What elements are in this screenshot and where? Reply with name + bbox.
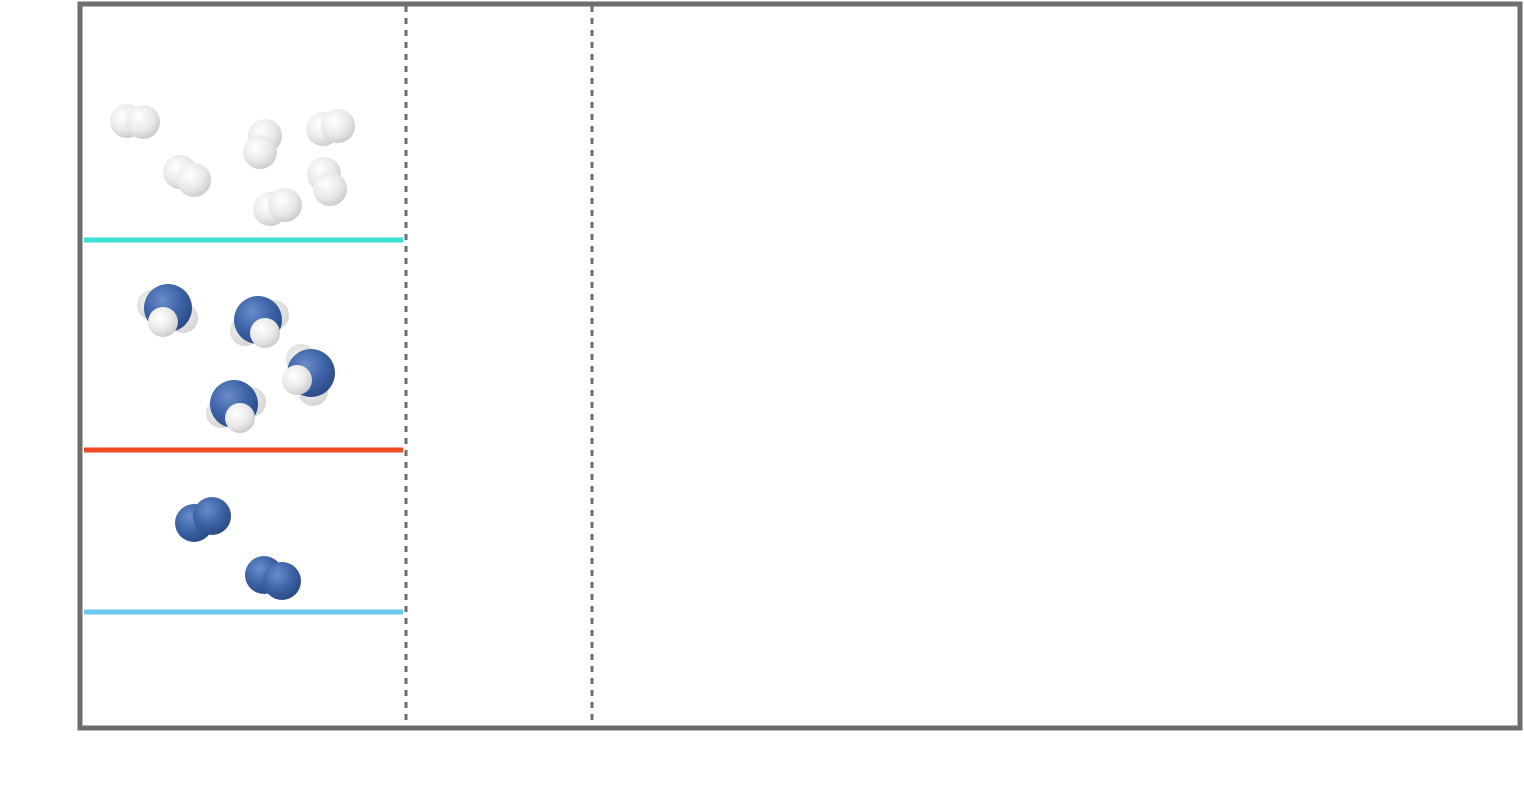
hydrogen-molecule — [306, 109, 355, 146]
ammonia-molecule — [206, 380, 266, 433]
nitrogen-molecule — [175, 497, 231, 542]
ammonia-molecule — [230, 296, 289, 348]
hydrogen-region — [110, 104, 355, 226]
ammonia-region — [137, 284, 335, 433]
hydrogen-molecule — [253, 188, 302, 226]
hydrogen-molecule — [243, 119, 282, 169]
ammonia-molecule — [137, 284, 198, 337]
nitrogen-molecule — [245, 556, 301, 600]
hydrogen-molecule — [110, 104, 160, 139]
hydrogen-molecule — [307, 157, 347, 206]
nitrogen-region — [175, 497, 301, 600]
ammonia-molecule — [282, 344, 335, 406]
hydrogen-molecule — [163, 155, 211, 197]
